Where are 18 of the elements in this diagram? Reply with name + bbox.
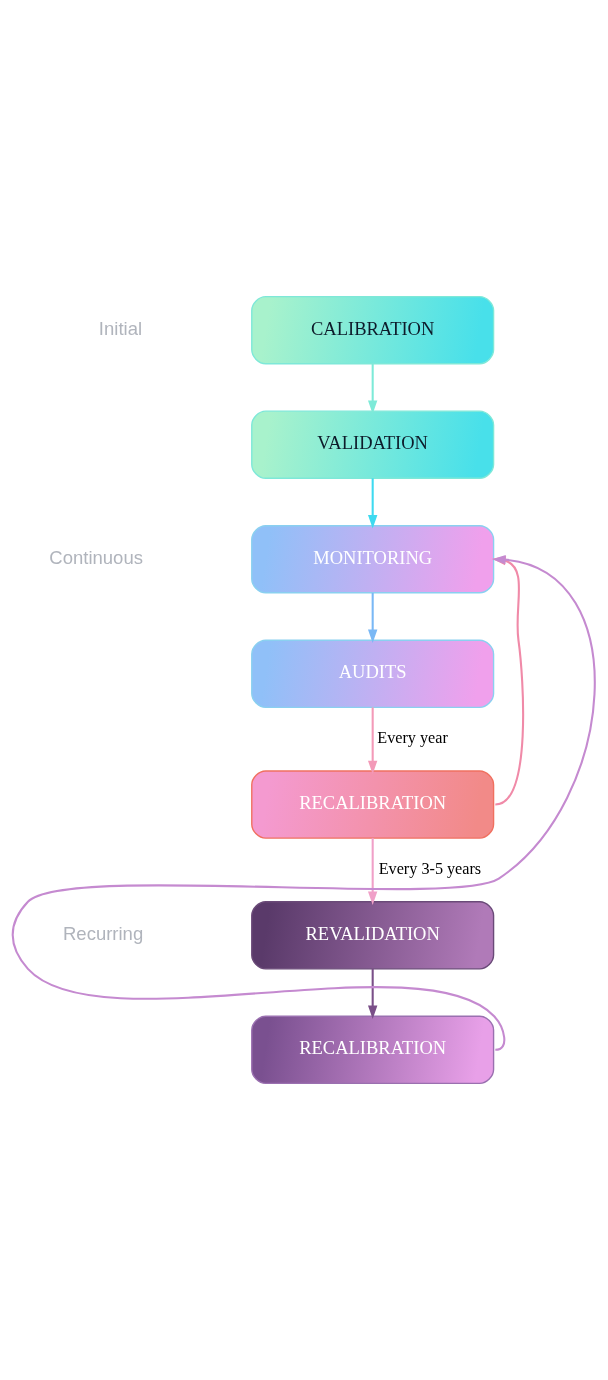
arrow [367, 478, 378, 529]
node-box: CALIBRATION [251, 295, 495, 365]
label: Continuous [49, 546, 143, 568]
node-box: REVALIDATION [251, 901, 495, 970]
arrow [367, 592, 378, 643]
arrow [367, 363, 378, 414]
arrow [367, 707, 378, 775]
edge-label: Every year [377, 729, 448, 748]
arrow [367, 838, 378, 905]
label: Recurring [63, 922, 144, 944]
node-box: AUDITS [251, 639, 495, 709]
node-box: RECALIBRATION [251, 1015, 495, 1085]
node-box: VALIDATION [251, 410, 495, 479]
label: Initial [98, 317, 143, 339]
node-box: MONITORING [251, 525, 495, 594]
arrow [367, 968, 378, 1020]
node-box: RECALIBRATION [251, 770, 495, 839]
edge-label: Every 3-5 years [378, 860, 482, 879]
